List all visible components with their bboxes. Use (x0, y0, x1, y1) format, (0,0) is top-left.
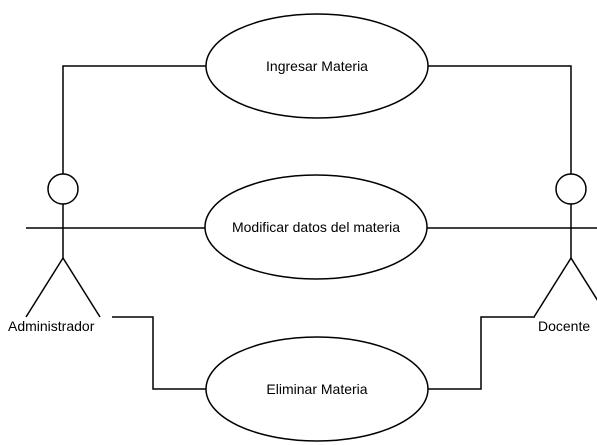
use-case-modificar-label: Modificar datos del materia (232, 219, 400, 235)
use-case-eliminar-ellipse (205, 336, 429, 442)
use-case-ingresar-materia: Ingresar Materia (205, 13, 429, 119)
actor-docente-head (555, 173, 587, 205)
use-case-modificar-datos: Modificar datos del materia (204, 174, 428, 280)
actor-administrador-right-leg (62, 257, 101, 318)
use-case-ingresar-label: Ingresar Materia (266, 58, 368, 74)
use-case-eliminar-label: Eliminar Materia (266, 381, 367, 397)
use-case-eliminar-materia: Eliminar Materia (205, 336, 429, 442)
connector-admin-ingresar (62, 65, 206, 174)
actor-administrador: Administrador (8, 173, 101, 334)
actor-docente-left-leg (533, 257, 572, 318)
actor-administrador-head (47, 173, 79, 205)
connector-admin-eliminar (112, 316, 206, 390)
connector-docente-eliminar (428, 316, 535, 390)
actor-docente-label: Docente (538, 318, 590, 334)
actor-docente-right-leg (570, 257, 597, 301)
use-case-ingresar-ellipse (205, 13, 429, 119)
actor-administrador-left-leg (25, 257, 64, 318)
use-case-modificar-ellipse (204, 174, 428, 280)
actor-docente: Docente (533, 173, 597, 334)
connector-docente-ingresar (428, 65, 572, 174)
actor-administrador-label: Administrador (8, 318, 95, 334)
